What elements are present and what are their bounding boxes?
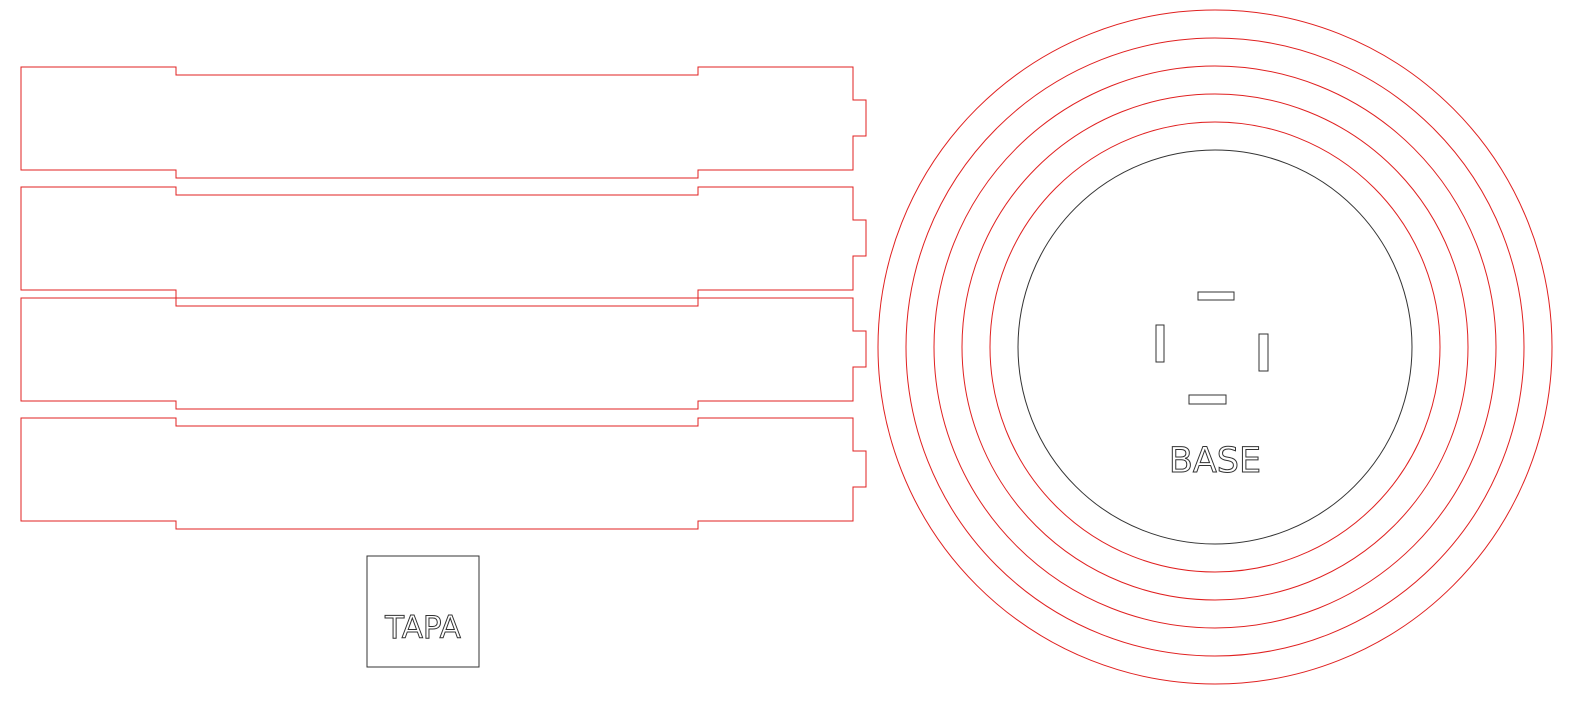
side-strips: [20, 66, 867, 530]
lid-square: [366, 555, 480, 668]
side-strip-2: [20, 186, 867, 299]
base-slot-3: [1258, 333, 1269, 372]
base-disc: [1017, 149, 1413, 545]
side-strip-3: [20, 297, 867, 410]
base-slot-1: [1197, 291, 1235, 301]
base-slot-2: [1155, 324, 1165, 363]
side-strip-1: [20, 66, 867, 179]
lid-plate: TAPA: [366, 555, 480, 668]
base-slots: [1155, 291, 1269, 405]
ring-5: [989, 121, 1441, 573]
base-plate: BASE: [1017, 149, 1413, 545]
concentric-rings: [877, 9, 1553, 685]
side-strip-4: [20, 417, 867, 530]
ring-1: [877, 9, 1553, 685]
ring-3: [933, 65, 1497, 629]
base-slot-4: [1188, 394, 1227, 405]
base-label: BASE: [1169, 441, 1261, 481]
lid-label: TAPA: [384, 610, 461, 646]
ring-2: [905, 37, 1525, 657]
ring-4: [961, 93, 1469, 601]
